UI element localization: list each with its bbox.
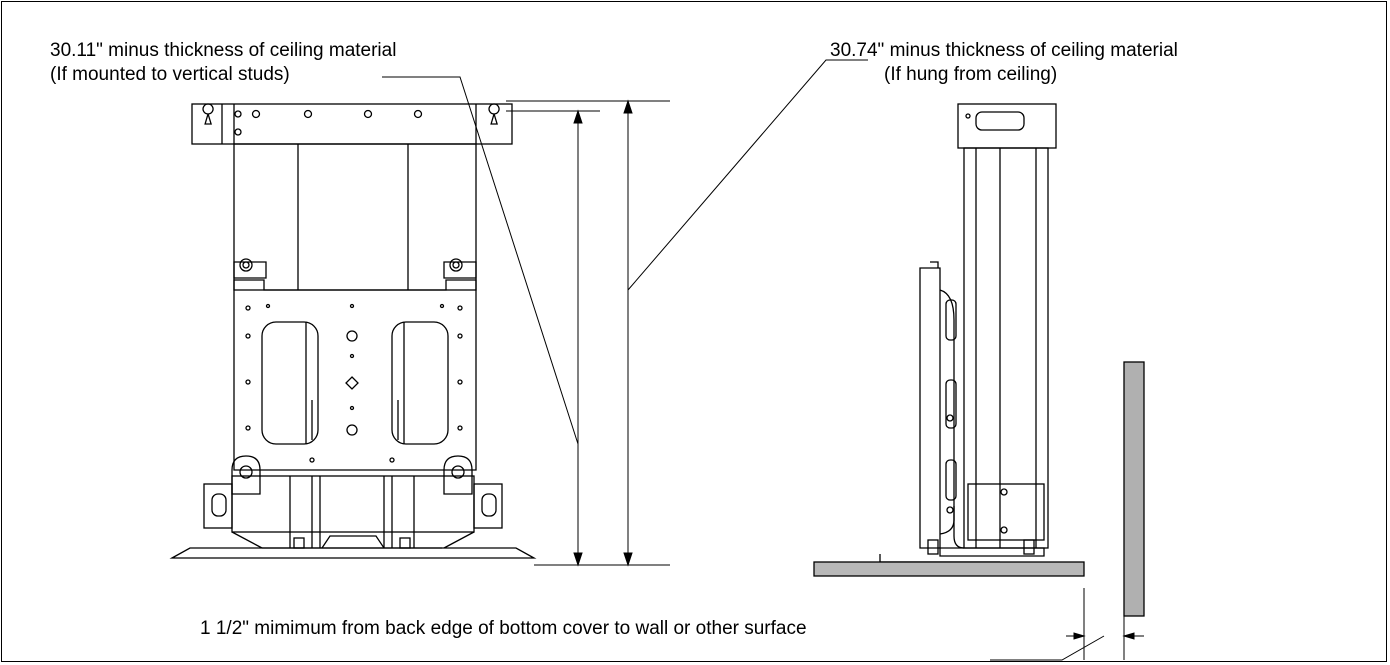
side-top-housing [957,103,1057,149]
column [233,143,477,291]
side-display-plate [919,267,941,549]
label-vertical-studs-line1: 30.11" minus thickness of ceiling materi… [50,40,397,61]
side-base-cover [813,561,1085,577]
wall [1123,361,1145,617]
keyhole-right [488,103,500,125]
base-plate [169,547,537,559]
top-bracket [191,103,513,145]
display-plate [233,279,477,471]
dimension-lines [506,99,670,567]
bottom-housing [231,475,475,533]
plate-slot-right [391,321,449,445]
label-wall-clearance: 1 1/2" mimimum from back edge of bottom … [200,618,807,639]
keyhole-left [202,103,214,125]
plate-slot-left [261,321,319,445]
side-view [813,103,1085,577]
label-vertical-studs-line2: (If mounted to vertical studs) [50,64,290,85]
label-hung-ceiling-line2: (If hung from ceiling) [884,64,1058,85]
label-hung-ceiling-line1: 30.74" minus thickness of ceiling materi… [830,40,1178,61]
front-view [169,103,537,559]
clearance-dimension [1066,588,1144,660]
leader-lines [382,59,1105,661]
